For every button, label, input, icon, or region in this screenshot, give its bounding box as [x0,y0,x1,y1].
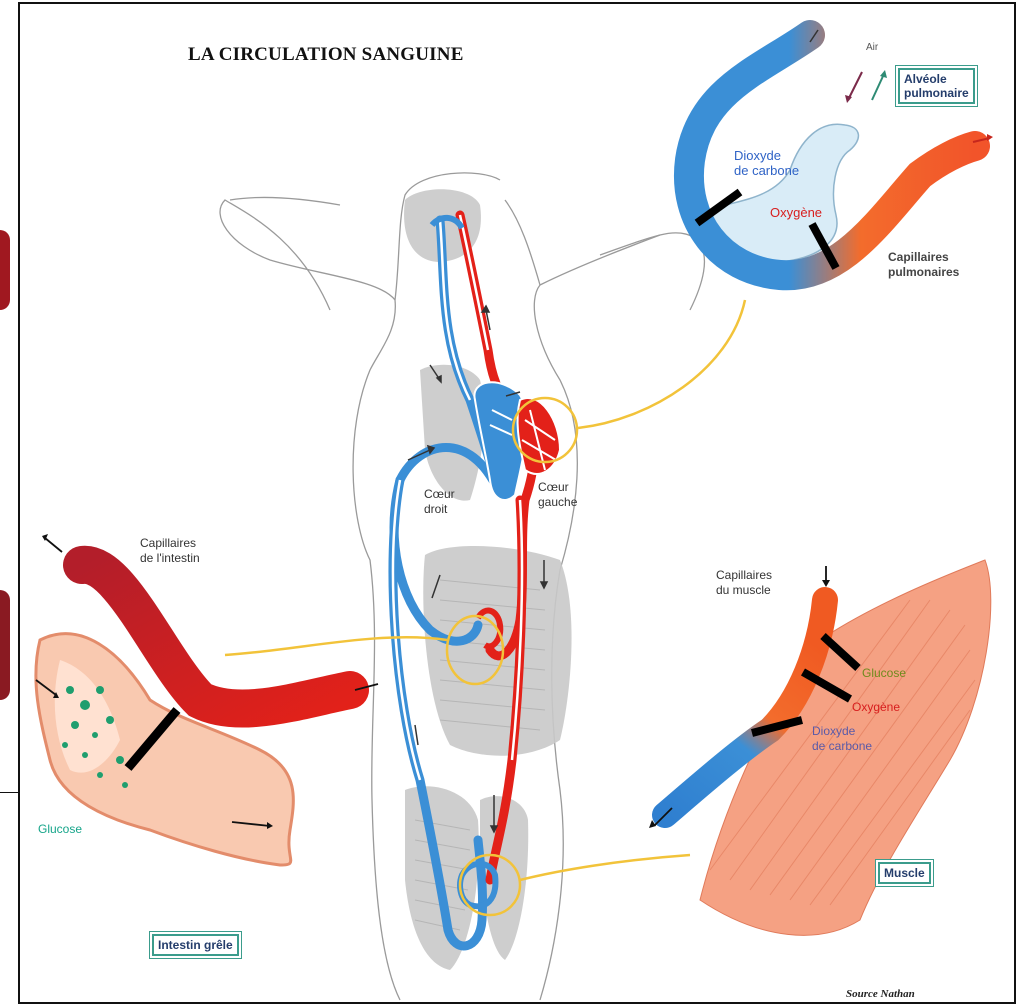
source-credit: Source Nathan [846,988,915,1000]
capillaires-muscle-line-2: du muscle [716,583,772,598]
capillaires-muscle-label: Capillaires du muscle [716,568,772,598]
intestin-inset [36,534,378,865]
intestin-box-label: Intestin grêle [152,934,239,956]
coeur-droit-line-2: droit [424,502,455,517]
air-label: Air [866,42,878,53]
alveole-o2-label: Oxygène [770,205,822,220]
muscle-co2-line-1: Dioxyde [812,724,872,739]
coeur-droit-label: Cœur droit [424,487,455,517]
capillaires-intestin-line-1: Capillaires [140,536,200,551]
muscle-co2-label: Dioxyde de carbone [812,724,872,754]
coeur-droit-line-1: Cœur [424,487,455,502]
muscle-glucose-label: Glucose [862,666,906,681]
muscle-o2-label: Oxygène [852,700,900,715]
capillaires-pulmonaires-label: Capillaires pulmonaires [888,250,959,280]
capillaires-pulmonaires-line-2: pulmonaires [888,265,959,280]
alveole-box-line-1: Alvéole [904,72,969,86]
coeur-gauche-line-1: Cœur [538,480,577,495]
alveole-co2-line-2: de carbone [734,163,799,178]
intestin-glucose-label: Glucose [38,822,82,837]
organ-shapes [404,189,572,970]
muscle-co2-line-2: de carbone [812,739,872,754]
capillaires-muscle-line-1: Capillaires [716,568,772,583]
page-title: LA CIRCULATION SANGUINE [188,44,464,66]
alveole-co2-label: Dioxyde de carbone [734,148,799,178]
capillaires-intestin-label: Capillaires de l'intestin [140,536,200,566]
coeur-gauche-label: Cœur gauche [538,480,577,510]
coeur-gauche-line-2: gauche [538,495,577,510]
alveole-box-label: Alvéole pulmonaire [898,68,975,104]
alveole-co2-line-1: Dioxyde [734,148,799,163]
capillaires-pulmonaires-line-1: Capillaires [888,250,959,265]
muscle-box-label: Muscle [878,862,931,884]
capillaires-intestin-line-2: de l'intestin [140,551,200,566]
alveole-box-line-2: pulmonaire [904,86,969,100]
